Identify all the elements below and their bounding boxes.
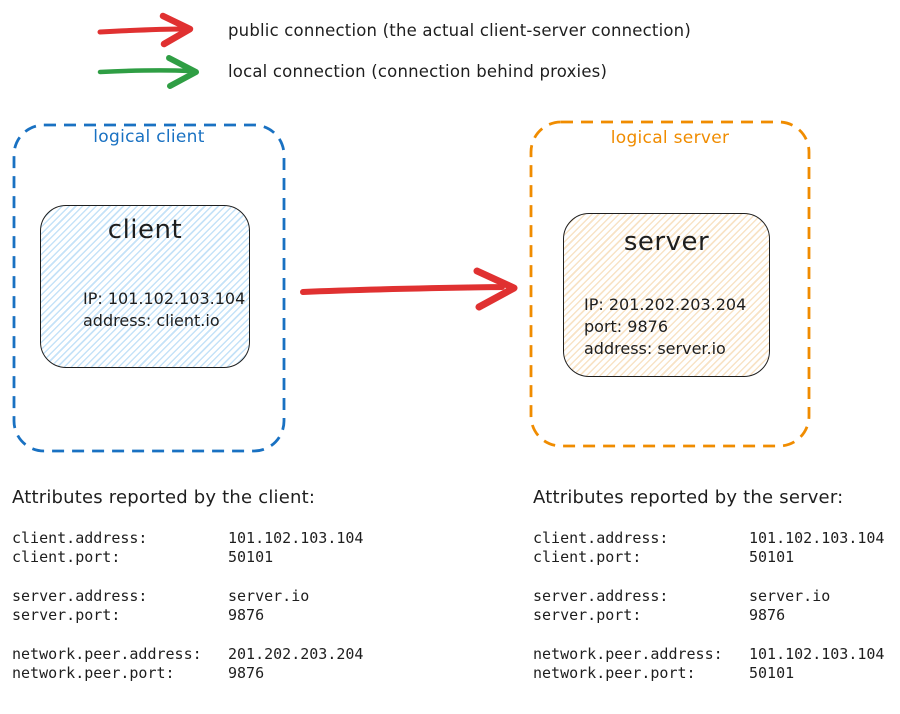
client-attributes-table: client.address: 101.102.103.104 client.p… (12, 529, 363, 683)
attribute-row: server.address: server.io (12, 587, 363, 606)
logical-server-boundary (529, 120, 811, 448)
attribute-row: network.peer.address: 201.202.203.204 (12, 645, 363, 664)
attribute-row: server.port: 9876 (12, 606, 363, 625)
client-node-details: IP: 101.102.103.104 address: client.io (83, 288, 245, 332)
server-port-line: port: 9876 (584, 317, 668, 336)
attribute-value: 201.202.203.204 (228, 645, 364, 663)
server-attributes-table: client.address: 101.102.103.104 client.p… (533, 529, 884, 683)
attribute-key: server.port: (533, 606, 642, 624)
attribute-value: server.io (228, 587, 310, 605)
logical-server-label: logical server (610, 128, 730, 148)
attribute-value: 101.102.103.104 (749, 645, 885, 663)
attribute-row: client.port: 50101 (533, 548, 884, 567)
attribute-key: server.address: (533, 587, 669, 605)
attribute-key: client.address: (533, 529, 669, 547)
client-ip-line: IP: 101.102.103.104 (83, 289, 246, 308)
attribute-value: 101.102.103.104 (749, 529, 885, 547)
attribute-value: 50101 (749, 664, 795, 682)
server-node-details: IP: 201.202.203.204 port: 9876 address: … (584, 294, 746, 360)
attribute-row: client.port: 50101 (12, 548, 363, 567)
attribute-row: network.peer.port: 50101 (533, 664, 884, 683)
attribute-value: 9876 (228, 664, 265, 682)
attribute-key: network.peer.address: (533, 645, 723, 663)
logical-client-label: logical client (93, 127, 205, 147)
client-server-connection-arrow (300, 267, 518, 311)
attribute-value: 101.102.103.104 (228, 529, 364, 547)
client-address-line: address: client.io (83, 311, 220, 330)
attribute-key: network.peer.address: (12, 645, 202, 663)
attribute-key: network.peer.port: (533, 664, 696, 682)
attribute-value: 9876 (749, 606, 786, 624)
attribute-key: client.port: (533, 548, 642, 566)
attribute-value: 9876 (228, 606, 265, 624)
client-node: client IP: 101.102.103.104 address: clie… (40, 205, 250, 368)
attribute-key: network.peer.port: (12, 664, 175, 682)
attribute-key: server.port: (12, 606, 121, 624)
attribute-value: 50101 (749, 548, 795, 566)
attribute-row: network.peer.port: 9876 (12, 664, 363, 683)
server-address-line: address: server.io (584, 339, 726, 358)
legend-public-arrow-icon (97, 12, 194, 48)
client-node-title: client (107, 215, 183, 245)
attribute-key: client.address: (12, 529, 148, 547)
attribute-value: server.io (749, 587, 831, 605)
server-node: server IP: 201.202.203.204 port: 9876 ad… (563, 213, 770, 377)
server-attributes-heading: Attributes reported by the server: (533, 487, 844, 508)
attribute-row: server.port: 9876 (533, 606, 884, 625)
attribute-row: server.address: server.io (533, 587, 884, 606)
legend-local-arrow-icon (97, 55, 199, 89)
legend-local-label: local connection (connection behind prox… (228, 62, 608, 81)
attribute-key: server.address: (12, 587, 148, 605)
attribute-key: client.port: (12, 548, 121, 566)
client-attributes-heading: Attributes reported by the client: (12, 487, 316, 508)
attribute-row: network.peer.address: 101.102.103.104 (533, 645, 884, 664)
attribute-value: 50101 (228, 548, 274, 566)
attribute-row: client.address: 101.102.103.104 (533, 529, 884, 548)
logical-client-boundary (12, 123, 286, 453)
legend-public-label: public connection (the actual client-ser… (228, 21, 691, 40)
attribute-row: client.address: 101.102.103.104 (12, 529, 363, 548)
server-node-title: server (623, 227, 710, 257)
server-ip-line: IP: 201.202.203.204 (584, 295, 747, 314)
